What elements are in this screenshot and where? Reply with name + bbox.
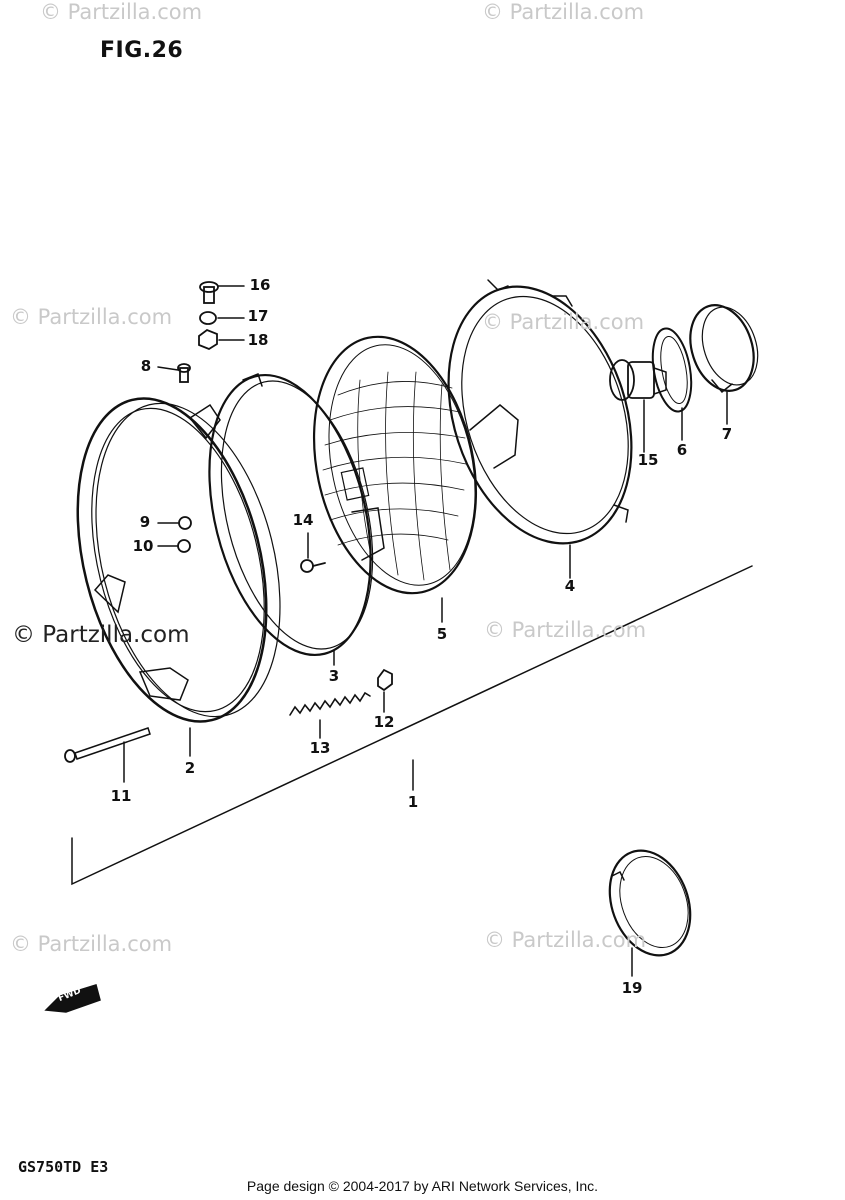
figure-title: FIG.26 — [100, 38, 184, 63]
callout-17[interactable]: 17 — [247, 307, 269, 325]
watermark: © Partzilla.com — [10, 305, 173, 329]
watermark: © Partzilla.com — [482, 0, 645, 24]
reflector-part-19 — [608, 849, 692, 957]
leader-lines — [71, 285, 753, 977]
headlight-rim-part-2 — [76, 397, 281, 723]
watermark: © Partzilla.com — [484, 928, 647, 952]
model-code: GS750TD E3 — [18, 1158, 109, 1176]
fwd-arrow-icon — [44, 984, 101, 1013]
callout-2[interactable]: 2 — [184, 759, 196, 777]
watermark: © Partzilla.com — [10, 932, 173, 956]
callout-13[interactable]: 13 — [309, 739, 331, 757]
callout-11[interactable]: 11 — [110, 787, 132, 805]
callout-12[interactable]: 12 — [373, 713, 395, 731]
callout-5[interactable]: 5 — [436, 625, 448, 643]
watermark-dark: © Partzilla.com — [12, 622, 190, 648]
callout-6[interactable]: 6 — [676, 441, 688, 459]
watermark: © Partzilla.com — [482, 310, 645, 334]
callout-19[interactable]: 19 — [621, 979, 643, 997]
callout-14[interactable]: 14 — [292, 511, 314, 529]
retainer-part-6 — [651, 327, 693, 413]
callout-3[interactable]: 3 — [328, 667, 340, 685]
callout-18[interactable]: 18 — [247, 331, 269, 349]
headlight-housing-part-3 — [208, 373, 385, 657]
dust-cover-part-7 — [689, 304, 759, 394]
callout-4[interactable]: 4 — [564, 577, 576, 595]
callout-9[interactable]: 9 — [139, 513, 151, 531]
mounting-ring-part-4 — [447, 279, 633, 545]
watermark: © Partzilla.com — [40, 0, 203, 24]
page-footer: Page design © 2004-2017 by ARI Network S… — [246, 1178, 599, 1194]
hardware-parts — [64, 281, 393, 763]
sealed-beam-unit-part-5 — [312, 335, 519, 595]
callout-10[interactable]: 10 — [132, 537, 154, 555]
callout-7[interactable]: 7 — [721, 425, 733, 443]
watermark: © Partzilla.com — [484, 618, 647, 642]
callout-1[interactable]: 1 — [407, 793, 419, 811]
callout-16[interactable]: 16 — [249, 276, 271, 294]
callout-8[interactable]: 8 — [140, 357, 152, 375]
callout-15[interactable]: 15 — [637, 451, 659, 469]
